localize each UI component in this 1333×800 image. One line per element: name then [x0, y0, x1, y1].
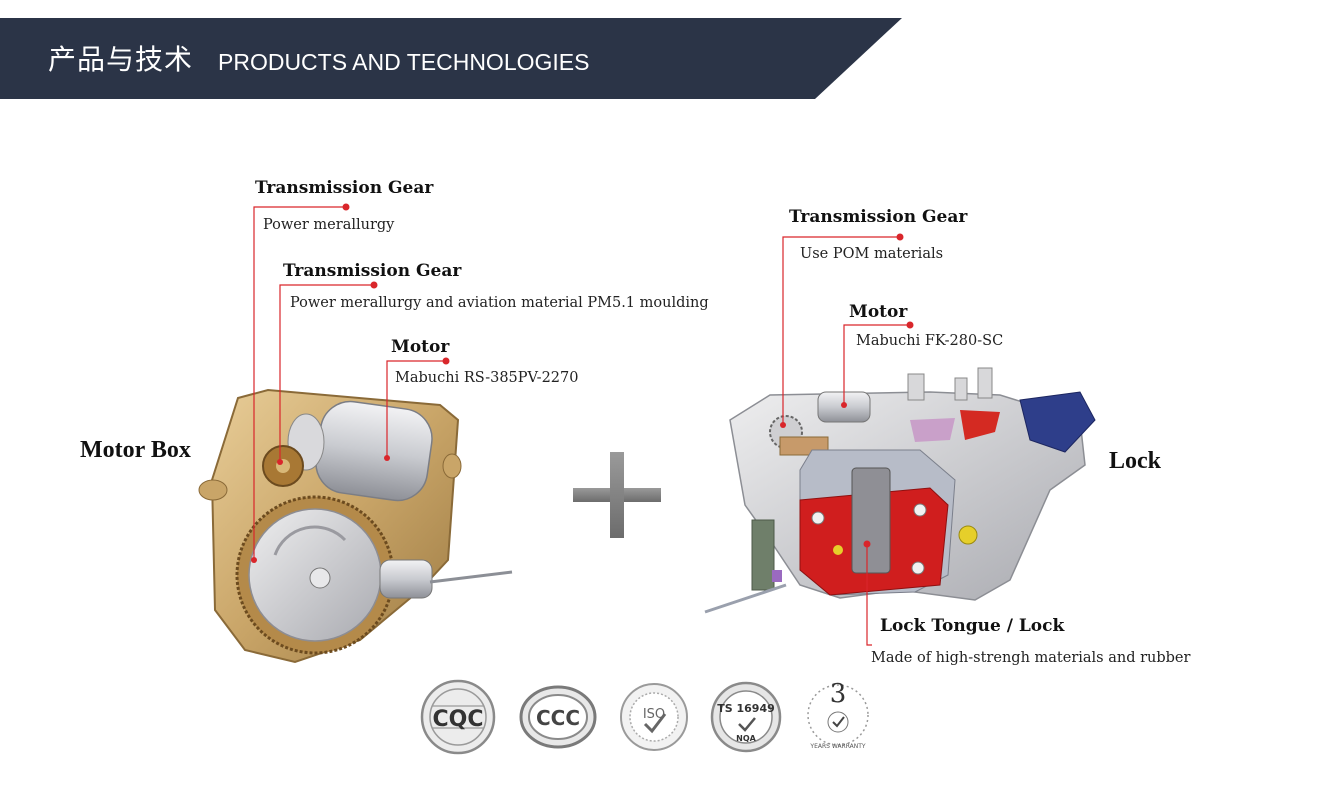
svg-text:YEARS WARRANTY: YEARS WARRANTY [809, 743, 866, 750]
lock-callout-lines [782, 236, 910, 646]
svg-text:NQA: NQA [736, 734, 756, 743]
lock-motor-title: Motor [849, 302, 908, 322]
motor-box-callout-dots [251, 203, 450, 563]
cqc-badge: CQC [420, 679, 496, 755]
plus-sign [573, 452, 661, 538]
svg-text:3: 3 [830, 679, 847, 709]
header-title-en: PRODUCTS AND TECHNOLOGIES [218, 49, 590, 75]
motor-box-label: Motor Box [80, 437, 191, 463]
certification-badges: CQC CCC ISO TS 16949 NQA 3 YEARS WARRANT… [420, 679, 869, 755]
motor-box-image [198, 388, 513, 664]
header-banner: 产品与技术 PRODUCTS AND TECHNOLOGIES [0, 0, 1333, 110]
motor-box-motor-desc: Mabuchi RS-385PV-2270 [395, 370, 579, 386]
iso-badge: ISO [620, 683, 688, 751]
motor-box-gear1-desc: Power merallurgy [263, 217, 395, 233]
lock-tongue-desc: Made of high-strengh materials and rubbe… [871, 650, 1191, 666]
header-title-cn: 产品与技术 [48, 43, 194, 76]
lock-gear-desc: Use POM materials [800, 246, 944, 262]
lock-motor-desc: Mabuchi FK-280-SC [856, 333, 1004, 349]
motor-box-motor-title: Motor [391, 337, 450, 357]
motor-box-gear1-title: Transmission Gear [255, 178, 434, 198]
lock-callout-dots [780, 233, 914, 548]
svg-text:CQC: CQC [433, 707, 484, 732]
ts16949-badge: TS 16949 NQA [710, 681, 782, 753]
svg-text:ISO: ISO [643, 707, 665, 722]
warranty-badge: 3 YEARS WARRANTY [807, 679, 869, 750]
svg-text:CCC: CCC [536, 706, 580, 730]
motor-box-callout-lines [253, 206, 446, 560]
banner-shape [0, 18, 902, 99]
lock-tongue-title: Lock Tongue / Lock [880, 616, 1065, 636]
lock-image [704, 367, 1096, 614]
motor-box-gear2-desc: Power merallurgy and aviation material P… [290, 295, 709, 311]
ccc-badge: CCC [519, 685, 597, 749]
lock-gear-title: Transmission Gear [789, 207, 968, 227]
motor-box-gear2-title: Transmission Gear [283, 261, 462, 281]
lock-label: Lock [1109, 448, 1162, 474]
svg-text:TS 16949: TS 16949 [717, 702, 775, 715]
